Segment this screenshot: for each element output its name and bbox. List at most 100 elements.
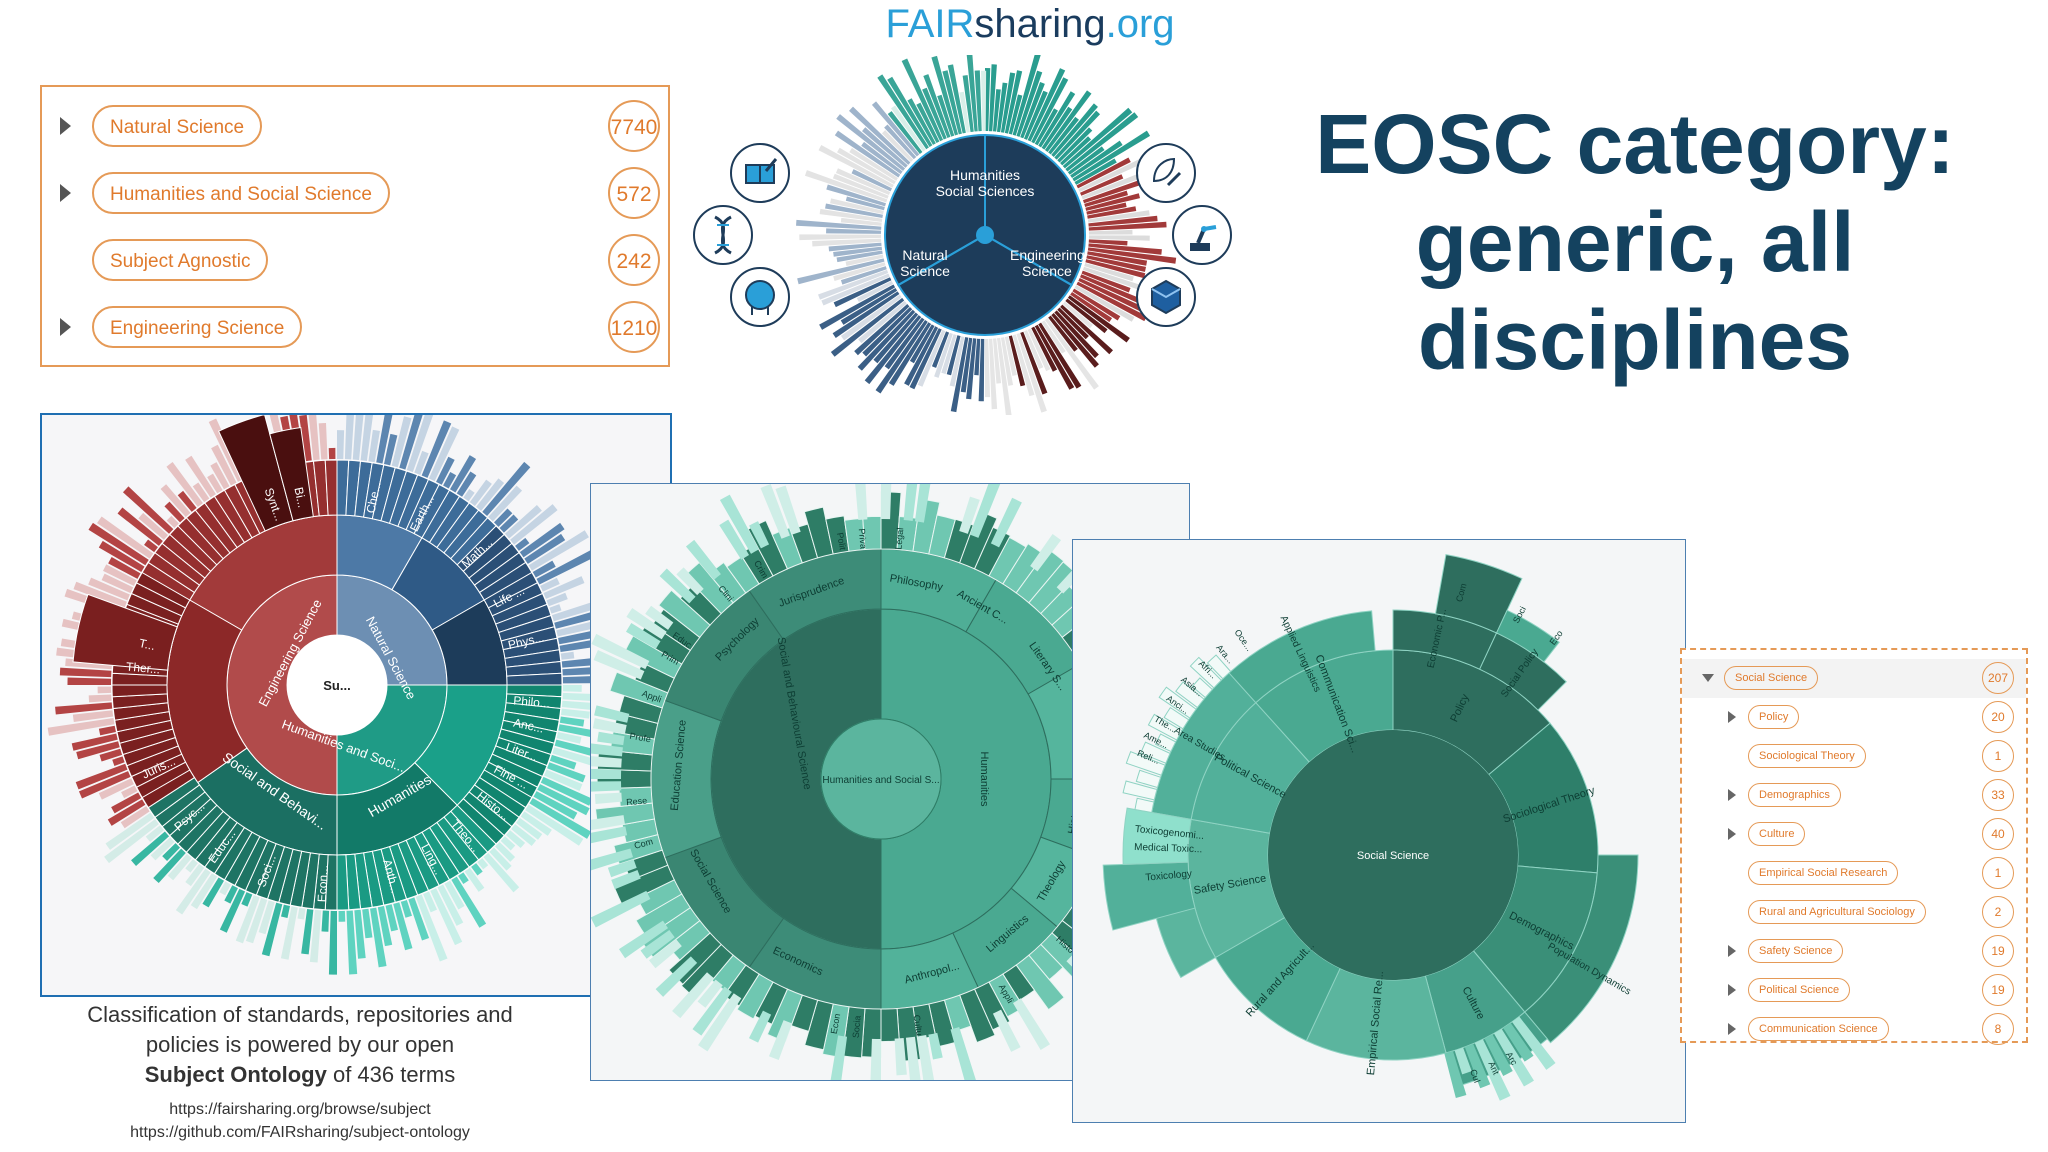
expand-arrow-icon[interactable] — [1728, 984, 1736, 996]
category-row-natural-science[interactable]: Natural Science 7740 — [42, 97, 668, 157]
sb2-spike — [618, 920, 669, 959]
sb2-spike — [917, 1035, 935, 1080]
sb2-spike — [597, 731, 625, 746]
hero-ray — [974, 338, 981, 376]
subtree-count: 207 — [1982, 662, 2014, 694]
sb3-spike — [1158, 686, 1197, 719]
subtree-pill[interactable]: Culture — [1748, 822, 1806, 846]
category-row-subject-agnostic[interactable]: Subject Agnostic 242 — [42, 231, 668, 291]
sunburst-3-center[interactable] — [1268, 730, 1518, 980]
expand-arrow-icon[interactable] — [60, 117, 71, 135]
sb1-spike — [533, 791, 578, 820]
subtree-count: 8 — [1982, 1013, 2014, 1045]
expand-arrow-icon[interactable] — [1728, 828, 1736, 840]
subtree-row[interactable]: Political Science 19 — [1682, 971, 2026, 1010]
hero-ray — [1076, 157, 1131, 189]
sb1-spike — [120, 806, 150, 829]
hero-rays — [796, 55, 1177, 415]
subtree-pill[interactable]: Demographics — [1748, 783, 1841, 807]
subtree-pill[interactable]: Social Science — [1724, 666, 1819, 690]
sunburst-2-center[interactable] — [820, 718, 942, 840]
sb1-spike — [98, 725, 116, 736]
sb3-spike — [1493, 1028, 1534, 1087]
hero-ray — [937, 94, 955, 137]
subtree-row[interactable]: Sociological Theory 1 — [1682, 737, 2026, 776]
hero-ray — [875, 319, 928, 394]
subtree-row[interactable]: Policy 20 — [1682, 698, 2026, 737]
sb2-spike — [676, 567, 704, 596]
subtree-row[interactable]: Communication Science 8 — [1682, 1010, 2026, 1049]
category-row-engineering[interactable]: Engineering Science 1210 — [42, 298, 668, 358]
hero-ray — [1088, 229, 1133, 235]
sb2-label: Polit — [835, 532, 848, 551]
sb3-outer — [1524, 854, 1639, 1044]
subtree-row[interactable]: Safety Science 19 — [1682, 932, 2026, 971]
sb1-spike — [177, 490, 197, 512]
hero-ray — [858, 301, 907, 344]
subtree-pill[interactable]: Empirical Social Research — [1748, 861, 1899, 885]
url-browse-link[interactable]: https://fairsharing.org/browse/subject — [169, 1101, 431, 1118]
category-pill[interactable]: Natural Science — [92, 105, 263, 147]
sb2-spike — [905, 1036, 921, 1080]
sb1-spike — [166, 462, 203, 507]
subtree-pill[interactable]: Policy — [1748, 705, 1800, 729]
subtree-pill[interactable]: Sociological Theory — [1748, 744, 1866, 768]
sb1-outer-label: Philo... — [513, 693, 551, 710]
sunburst-2-center-label: Humanities and Social S... — [822, 775, 939, 786]
sb1-spike — [162, 843, 181, 861]
hero-ray — [960, 337, 973, 393]
sb1-spike — [97, 516, 154, 559]
sb2-spike — [959, 496, 980, 534]
subtree-row[interactable]: Empirical Social Research 1 — [1682, 854, 2026, 893]
subtree-count: 33 — [1982, 779, 2014, 811]
sb1-spike — [108, 556, 141, 579]
sb2-spike — [594, 792, 622, 804]
sb1-spike — [520, 811, 552, 836]
sb1-spike — [559, 716, 585, 727]
sb1-spike — [546, 592, 568, 607]
hero-dividers — [897, 135, 1073, 286]
subtree-row[interactable]: Rural and Agricultural Sociology 2 — [1682, 893, 2026, 932]
sb2-spike — [692, 986, 732, 1036]
sb1-spike — [385, 904, 399, 932]
collapse-arrow-icon[interactable] — [1702, 674, 1714, 682]
url-github-link[interactable]: https://github.com/FAIRsharing/subject-o… — [130, 1124, 470, 1141]
sb1-spike — [88, 577, 130, 601]
subtree-row[interactable]: Demographics 33 — [1682, 776, 2026, 815]
sb3-spike — [1140, 741, 1171, 764]
expand-arrow-icon[interactable] — [60, 184, 71, 202]
hero-ray — [1085, 259, 1146, 279]
category-pill[interactable]: Engineering Science — [92, 306, 303, 348]
title-line-3: disciplines — [1417, 293, 1853, 387]
sb3-spike — [1434, 554, 1523, 634]
hero-sector-bottom — [897, 233, 1073, 336]
expand-arrow-icon[interactable] — [1728, 1023, 1736, 1035]
sunburst-all-disciplines[interactable]: Su... Engineering Science Natural Scienc… — [40, 413, 672, 997]
sb1-spike — [67, 677, 112, 685]
category-pill[interactable]: Humanities and Social Science — [92, 172, 390, 214]
subtree-pill[interactable]: Safety Science — [1748, 939, 1844, 963]
expand-arrow-icon[interactable] — [1728, 945, 1736, 957]
subtree-pill[interactable]: Political Science — [1748, 978, 1851, 1002]
subtree-pill[interactable]: Rural and Agricultural Sociology — [1748, 900, 1926, 924]
sb1-spike — [554, 609, 602, 629]
subtree-row[interactable]: Culture 40 — [1682, 815, 2026, 854]
category-pill[interactable]: Subject Agnostic — [92, 239, 269, 281]
fairsharing-logo[interactable]: FAIRsharing.org — [870, 2, 1190, 50]
sb1-spike — [549, 604, 562, 614]
category-row-humanities[interactable]: Humanities and Social Science 572 — [42, 164, 668, 224]
hero-ray — [833, 277, 892, 308]
expand-arrow-icon[interactable] — [1728, 711, 1736, 723]
sb1-spike — [428, 426, 460, 482]
sb1-spike — [423, 891, 438, 913]
hero-ray — [934, 332, 953, 378]
hero-ray — [840, 287, 898, 325]
hero-ray — [922, 87, 947, 140]
expand-arrow-icon[interactable] — [1728, 789, 1736, 801]
subtree-row[interactable]: Social Science 207 — [1682, 659, 2026, 698]
subtree-pill[interactable]: Communication Science — [1748, 1017, 1889, 1041]
sb1-outer-label: Bi... — [291, 486, 309, 509]
sunburst-1-center[interactable] — [287, 635, 387, 735]
expand-arrow-icon[interactable] — [60, 318, 71, 336]
